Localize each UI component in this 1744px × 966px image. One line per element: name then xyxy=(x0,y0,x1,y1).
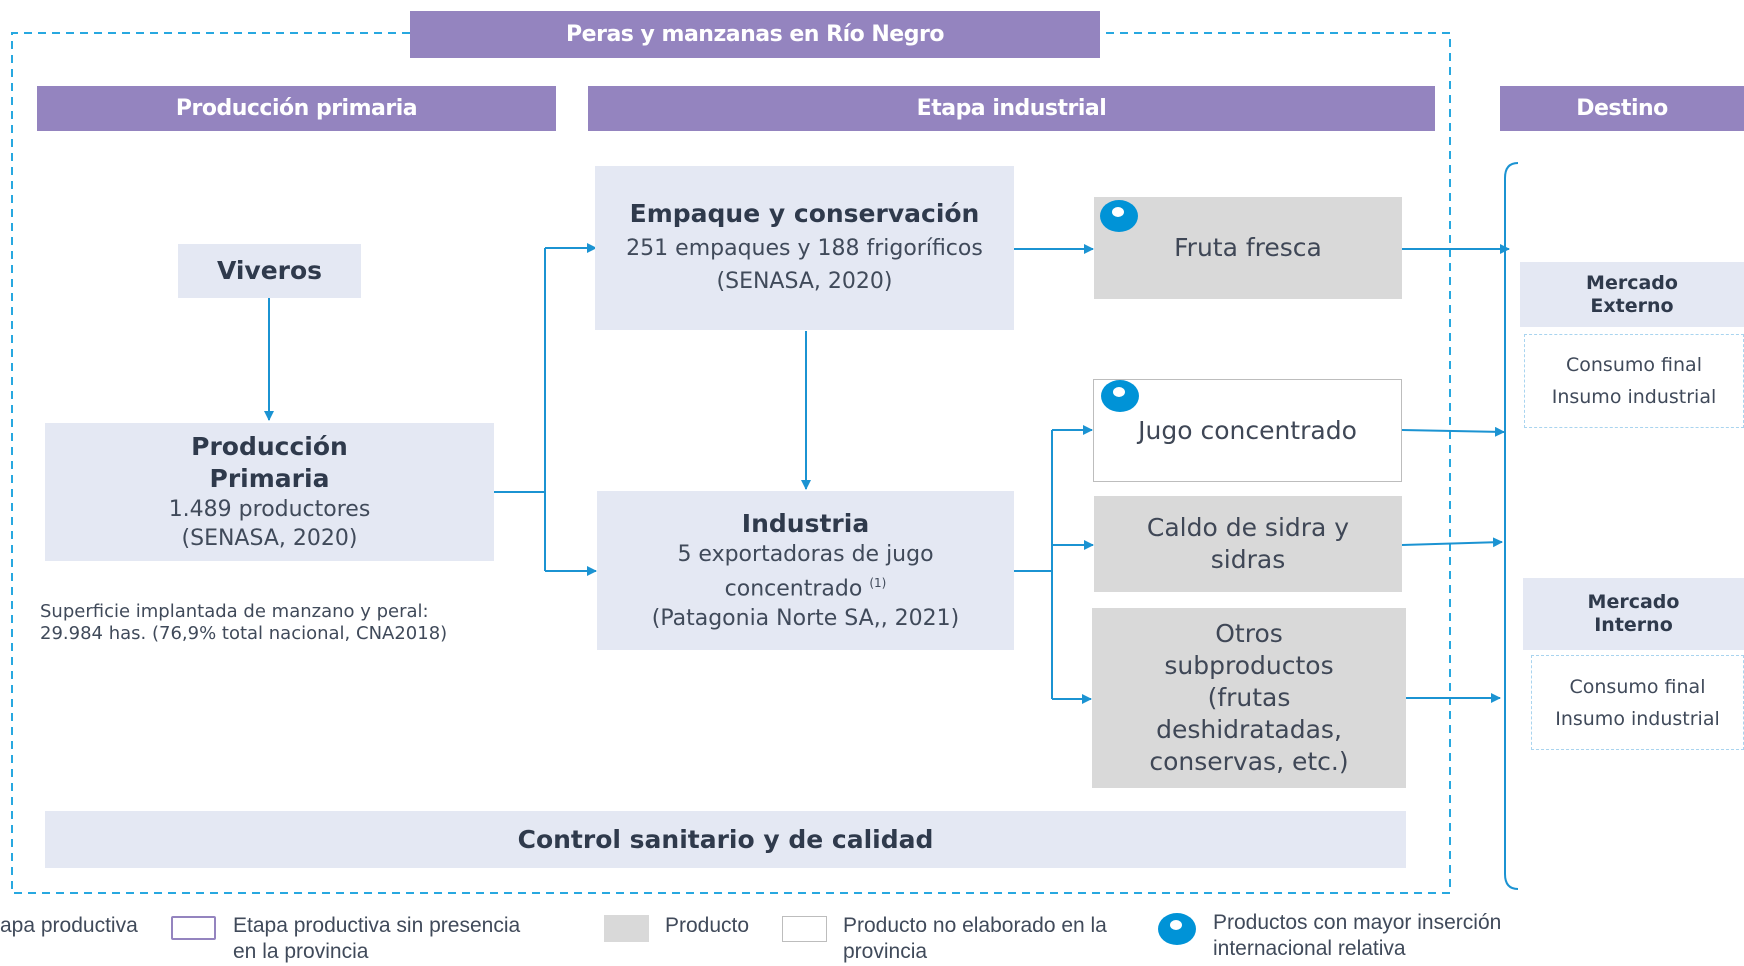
international-dot-icon xyxy=(1100,200,1138,232)
legend-insercion-label: Productos con mayor inserción internacio… xyxy=(1213,910,1501,962)
otros-line-3: (frutas xyxy=(1207,683,1291,712)
product-caldo-sidra: Caldo de sidra y sidras xyxy=(1094,496,1402,592)
arrow-caldo-destino xyxy=(1401,537,1503,548)
mercado-externo-header: Mercado Externo xyxy=(1520,262,1744,327)
superficie-note: Superficie implantada de manzano y peral… xyxy=(40,601,520,645)
externo-line-1: Mercado xyxy=(1586,271,1678,294)
connector-produccion-split xyxy=(494,248,546,571)
product-otros-subproductos: Otros subproductos (frutas deshidratadas… xyxy=(1092,608,1406,788)
node-empaque: Empaque y conservación 251 empaques y 18… xyxy=(595,166,1014,330)
superficie-line-2: 29.984 has. (76,9% total nacional, CNA20… xyxy=(40,623,448,644)
empaque-title: Empaque y conservación xyxy=(629,199,980,228)
empaque-line-2: (SENASA, 2020) xyxy=(716,269,893,294)
superficie-line-1: Superficie implantada de manzano y peral… xyxy=(40,601,429,622)
produccion-title-1: Producción xyxy=(191,432,348,461)
province-frame xyxy=(11,32,1451,894)
insercion-line-1: Productos con mayor inserción xyxy=(1213,911,1502,934)
industria-line-3: (Patagonia Norte SA,, 2021) xyxy=(651,605,960,631)
produccion-line-1: 1.489 productores xyxy=(168,497,371,522)
industria-line-2-wrap: concentrado (1) xyxy=(725,569,887,603)
no-elaborado-line-2: provincia xyxy=(843,940,928,963)
sin-presencia-line-2: en la provincia xyxy=(233,940,369,963)
legend-producto-label: Producto xyxy=(665,914,750,937)
interno-line-1: Mercado xyxy=(1587,591,1680,613)
externo-line-2: Externo xyxy=(1590,294,1674,317)
caldo-line-1: Caldo de sidra y xyxy=(1146,513,1350,542)
legend-producto-swatch xyxy=(604,915,649,942)
connector-industria-split xyxy=(1014,430,1053,699)
node-produccion-primaria: Producción Primaria 1.489 productores (S… xyxy=(45,423,494,561)
product-jugo-concentrado: Jugo concentrado xyxy=(1093,379,1402,482)
product-fruta-fresca: Fruta fresca xyxy=(1094,197,1402,299)
externo-item-2: Insumo industrial xyxy=(1551,386,1717,408)
sin-presencia-line-1: Etapa productiva sin presencia xyxy=(233,914,521,937)
otros-line-2: subproductos xyxy=(1164,651,1334,680)
industria-line-2: concentrado xyxy=(724,576,863,602)
international-dot-icon xyxy=(1101,380,1139,412)
fruta-label: Fruta fresca xyxy=(1174,233,1322,262)
legend-etapa-label: apa productiva xyxy=(0,914,138,937)
produccion-line-2: (SENASA, 2020) xyxy=(181,526,358,551)
industria-title: Industria xyxy=(741,509,870,539)
node-viveros: Viveros xyxy=(178,244,361,298)
mercado-externo-list: Consumo final Insumo industrial xyxy=(1524,334,1744,428)
industria-line-1: 5 exportadoras de jugo xyxy=(677,542,934,568)
stage-header-primary: Producción primaria xyxy=(37,86,556,131)
legend-sin-presencia-swatch xyxy=(171,916,216,940)
node-industria: Industria 5 exportadoras de jugo concent… xyxy=(597,491,1014,650)
viveros-label: Viveros xyxy=(216,256,323,285)
externo-item-1: Consumo final xyxy=(1566,354,1702,376)
mercado-interno-header: Mercado Interno xyxy=(1523,578,1744,650)
legend-sin-presencia-label: Etapa productiva sin presencia en la pro… xyxy=(233,913,520,965)
legend-no-elaborado-label: Producto no elaborado en la provincia xyxy=(843,913,1107,965)
jugo-label: Jugo concentrado xyxy=(1138,415,1357,445)
industria-footnote: (1) xyxy=(869,576,887,591)
legend-no-elaborado-swatch xyxy=(782,916,827,942)
otros-line-1: Otros xyxy=(1215,619,1283,648)
control-label: Control sanitario y de calidad xyxy=(517,824,934,854)
interno-item-2: Insumo industrial xyxy=(1555,707,1720,730)
node-control-sanitario: Control sanitario y de calidad xyxy=(45,811,1406,868)
interno-line-2: Interno xyxy=(1594,614,1673,636)
stage-header-industrial: Etapa industrial xyxy=(588,86,1435,131)
legend-dot-icon xyxy=(1158,913,1196,945)
insercion-line-2: internacional relativa xyxy=(1213,937,1406,960)
caldo-line-2: sidras xyxy=(1210,545,1286,574)
no-elaborado-line-1: Producto no elaborado en la xyxy=(843,914,1107,937)
otros-line-5: conservas, etc.) xyxy=(1149,747,1349,776)
diagram-title: Peras y manzanas en Río Negro xyxy=(410,11,1100,58)
stage-header-destination: Destino xyxy=(1500,86,1744,131)
interno-item-1: Consumo final xyxy=(1569,675,1706,698)
otros-line-4: deshidratadas, xyxy=(1156,715,1342,744)
destination-bracket xyxy=(1504,162,1519,890)
arrow-jugo-destino xyxy=(1401,426,1505,437)
mercado-interno-list: Consumo final Insumo industrial xyxy=(1531,655,1744,750)
empaque-line-1: 251 empaques y 188 frigoríficos xyxy=(626,236,983,261)
produccion-title-2: Primaria xyxy=(209,464,330,493)
